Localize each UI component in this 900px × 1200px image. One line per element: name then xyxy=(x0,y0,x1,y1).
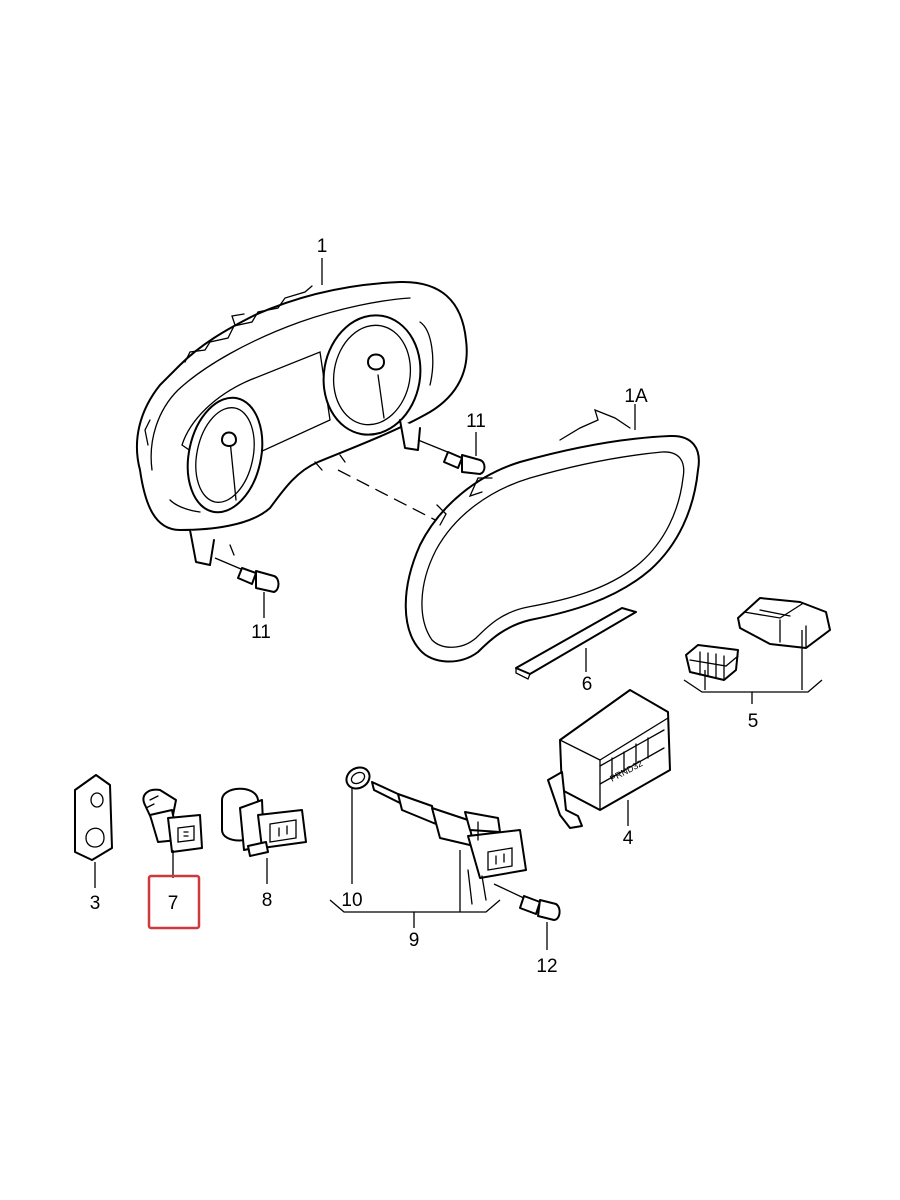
foam-strip[interactable] xyxy=(515,607,637,680)
bracket-9 xyxy=(329,850,501,928)
label-part-5[interactable]: 5 xyxy=(748,711,759,732)
label-part-12[interactable]: 12 xyxy=(536,956,557,977)
cluster-bezel[interactable] xyxy=(404,408,700,663)
screw-upper[interactable] xyxy=(417,439,486,475)
highlight-box xyxy=(147,874,201,930)
selector-display-module[interactable]: PRND32 xyxy=(547,689,671,829)
label-part-1a[interactable]: 1A xyxy=(624,386,648,407)
label-part-9[interactable]: 9 xyxy=(409,930,420,951)
label-part-6[interactable]: 6 xyxy=(582,674,593,695)
label-part-10[interactable]: 10 xyxy=(341,890,362,911)
label-part-11-lower[interactable]: 11 xyxy=(251,622,271,643)
connector-housing[interactable] xyxy=(737,597,831,649)
connector-small[interactable] xyxy=(685,644,739,681)
label-part-7[interactable]: 7 xyxy=(168,893,179,914)
label-part-8[interactable]: 8 xyxy=(262,890,273,911)
label-part-11-upper[interactable]: 11 xyxy=(466,411,486,432)
sensor-probe[interactable] xyxy=(371,781,527,905)
o-ring[interactable] xyxy=(343,763,374,792)
screw-lower[interactable] xyxy=(214,557,280,593)
label-part-3[interactable]: 3 xyxy=(90,893,101,914)
sender-with-connector[interactable] xyxy=(221,787,307,857)
temperature-sensor[interactable] xyxy=(142,788,203,853)
label-part-1[interactable]: 1 xyxy=(317,236,328,257)
gasket-plate[interactable] xyxy=(74,774,113,861)
bracket-5 xyxy=(683,630,823,704)
instrument-cluster[interactable] xyxy=(136,280,468,566)
label-part-4[interactable]: 4 xyxy=(623,828,634,849)
screw-small[interactable] xyxy=(493,883,561,921)
